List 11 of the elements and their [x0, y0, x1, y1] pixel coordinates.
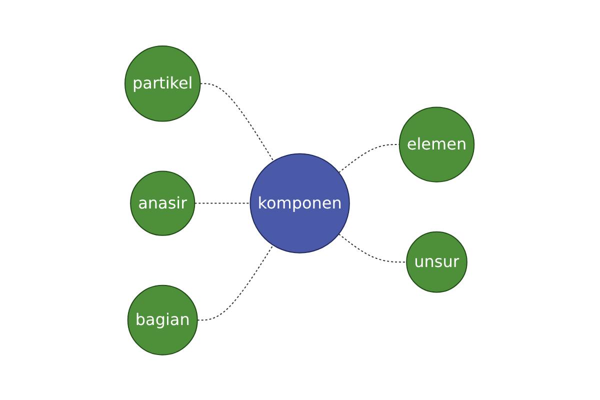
connector: [200, 82, 275, 162]
node-circle: anasir: [130, 170, 196, 236]
node-circle: partikel: [124, 45, 202, 122]
node-circle: bagian: [128, 284, 198, 355]
connector: [197, 244, 274, 320]
connector: [338, 144, 400, 173]
connector: [338, 233, 408, 262]
node-circle: elemen: [399, 106, 476, 182]
node-circle: unsur: [406, 230, 468, 292]
connector: [194, 202, 252, 204]
node-circle: komponen: [250, 152, 350, 253]
